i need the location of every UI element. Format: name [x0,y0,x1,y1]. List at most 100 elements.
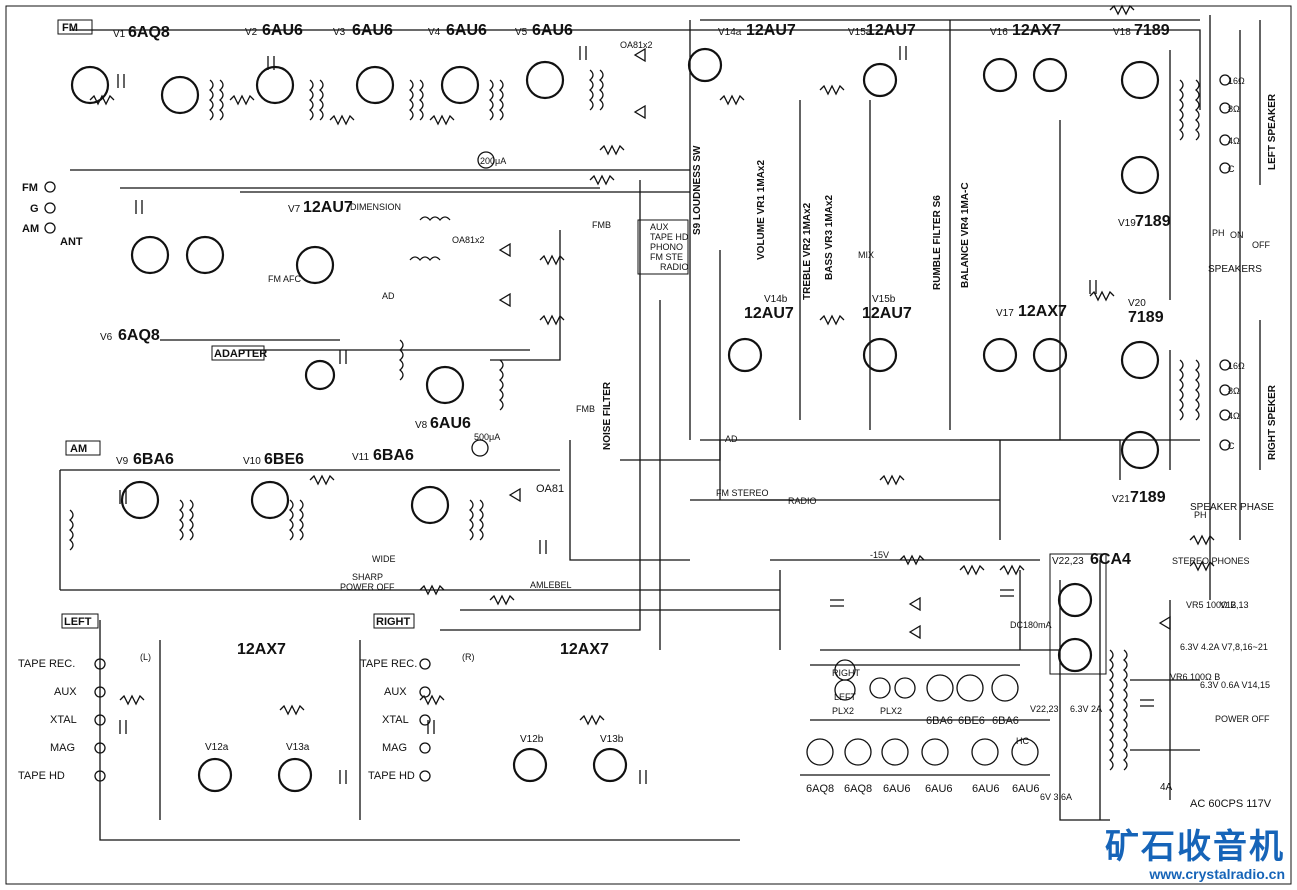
tube-type: 6BA6 [373,447,414,464]
tube-num: V20 [1128,298,1146,309]
input-label: TAPE REC. [360,658,417,670]
section-fm: FM [62,22,78,34]
input-jacks [44,181,431,782]
tube-num: V6 [100,332,113,343]
input-label: MAG [382,742,407,754]
tube-type: 12AU7 [303,199,353,216]
capacitors [117,46,1154,784]
tube-num: V19 [1118,218,1136,229]
lamp-tube-labels: 6BA6 6BE6 6BA6 6AQ8 6AQ8 6AU6 6AU6 6AU6 … [806,715,1040,795]
input-label: TAPE REC. [18,658,75,670]
balance-label: BALANCE VR4 1MA-C [960,182,971,288]
left-section-box [61,613,99,629]
selector-box [637,219,689,275]
heater-label: 6V 3.6A [1040,792,1072,802]
tube-type: 6AU6 [352,22,393,39]
tap-label: C [1228,164,1235,174]
noise-filter-label: NOISE FILTER [602,381,613,450]
lamp-label: PLX2 [880,706,902,716]
ad-label: AD [382,291,395,301]
tube-num: V14a [718,27,742,38]
heater-label: 6.3V 4.2A V7,8,16~21 [1180,642,1268,652]
tube-num: V9 [116,456,129,467]
tube-num: V16 [990,27,1008,38]
off-label: OFF [1252,240,1270,250]
selector-labels: AUX TAPE HD PHONO FM STE RADIO [650,222,689,272]
sharp-label: SHARP [352,572,383,582]
watermark-url: www.crystalradio.cn [1149,866,1285,882]
tube-num: V15a [848,27,872,38]
tap-label: 16Ω [1228,361,1245,371]
tube-num: V1 [113,29,126,40]
input-label: TAPE HD [368,770,415,782]
ant-g-label: G [30,203,39,215]
ant-fm-label: FM [22,182,38,194]
fuse-label: 4A [1160,782,1173,793]
heater-label: 6.3V 2A [1070,704,1102,714]
tube-num: V14b [764,294,788,305]
svg-text:6AU6: 6AU6 [972,783,1000,795]
speakers-label: SPEAKERS [1208,264,1262,275]
tube-num: V18 [1113,27,1131,38]
misc-labels: OA81x2 OA81x2 OA81 DIMENSION FM AFC AD A… [268,40,1274,810]
tube-type: 7189 [1135,213,1171,230]
tube-type: 12AU7 [744,305,794,322]
selector-item: AUX [650,222,669,232]
tube-type: 7189 [1128,309,1164,326]
diode-label: OA81x2 [452,235,485,245]
speaker-phase-label: SPEAKER PHASE [1190,502,1274,513]
vr6-label: VR6 100Ω B [1170,672,1220,682]
tap-label: C [1228,441,1235,451]
radio-label: RADIO [788,496,817,506]
loudness-sw-label: S9 LOUDNESS SW [692,145,703,235]
tap-label: 16Ω [1228,76,1245,86]
section-adapter: ADAPTER [214,348,267,360]
diode-label: OA81 [536,483,564,495]
meter-label: 500μA [474,432,500,442]
right-section-box [373,613,415,629]
power-switch-label: POWER OFF [1215,714,1270,724]
tube-num: V5 [515,27,528,38]
section-left: LEFT [64,616,92,628]
wiring-top [59,15,1241,841]
section-right: RIGHT [376,616,411,628]
fm-stereo-label: FM STEREO [716,488,769,498]
ph-label: PH [1212,228,1225,238]
supply-label: DC180mA [1010,620,1052,630]
tube-type: 6AU6 [532,22,573,39]
tube-type: 6AU6 [446,22,487,39]
input-label: MAG [50,742,75,754]
tap-label: 4Ω [1228,411,1240,421]
lamp-label: PLX2 [832,706,854,716]
selector-item: FM STE [650,252,683,262]
input-labels-left: TAPE REC. AUX XTAL MAG TAPE HD (L) [18,652,151,782]
tube-num: V3 [333,27,346,38]
input-label: XTAL [382,714,409,726]
tap-label: 8Ω [1228,386,1240,396]
selector-item: PHONO [650,242,683,252]
adapter-section-box [211,345,265,361]
tube-num: V11 [352,452,369,463]
ad-label: AD [725,434,738,444]
selector-item: RADIO [660,262,689,272]
tube-num: V12a [205,742,229,753]
svg-text:6BA6: 6BA6 [992,715,1019,727]
ant-am-label: AM [22,223,39,235]
svg-text:6AQ8: 6AQ8 [806,783,834,795]
input-label: XTAL [50,714,77,726]
diagram-border [5,5,1292,885]
tube-type: 6AQ8 [118,327,160,344]
tube-type: 12AX7 [237,641,286,658]
rumble-filter-label: RUMBLE FILTER S6 [932,195,943,290]
tube-num: V10 [243,456,261,467]
tube-type: 7189 [1130,489,1166,506]
tube-num: V7 [288,204,301,215]
watermark-chinese: 矿石收音机 [1105,827,1285,867]
lamp-label: RIGHT [832,668,861,678]
tube-num: V8 [415,420,428,431]
tube-num: V15b [872,294,896,305]
svg-text:6AU6: 6AU6 [883,783,911,795]
diodes [498,47,1171,640]
bass-label: BASS VR3 1MAx2 [824,195,835,280]
